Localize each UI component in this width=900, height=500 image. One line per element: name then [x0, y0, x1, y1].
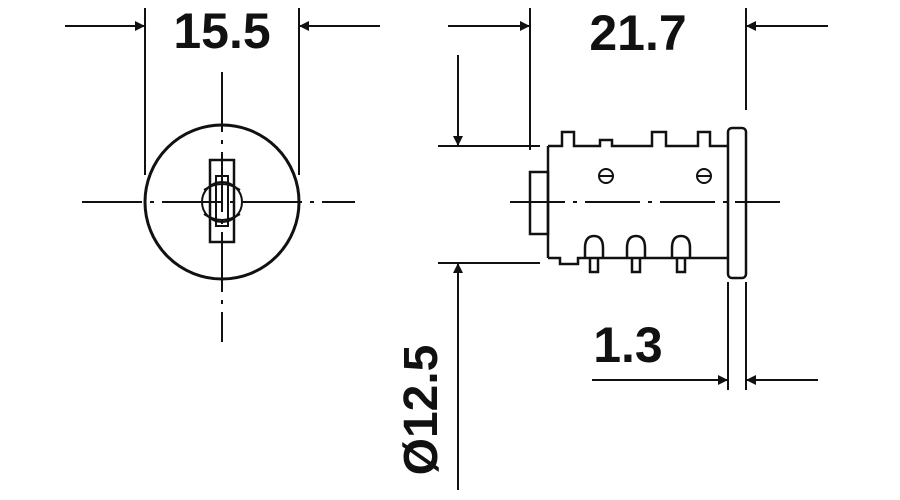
bottom-pin-2 [625, 234, 647, 274]
front-view: 15.5 [65, 3, 380, 342]
flange [726, 126, 748, 280]
side-view: Ø12.5 21.7 1.3 [395, 5, 828, 490]
keyway-inner [215, 175, 229, 227]
bottom-pin-3 [670, 234, 692, 274]
dimension-width-label: 15.5 [173, 3, 270, 59]
bottom-pin-1 [583, 234, 605, 274]
keyway-slot [208, 158, 236, 244]
keyway-profile [203, 183, 241, 221]
plug-circle [201, 181, 243, 223]
dimension-diameter-label: Ø12.5 [395, 345, 448, 476]
top-pin-profile [548, 130, 728, 148]
dimension-flange-label: 1.3 [593, 317, 663, 373]
dimension-length-label: 21.7 [589, 5, 686, 61]
bottom-pin-profile [548, 256, 728, 266]
cylinder-face-circle [143, 123, 301, 281]
